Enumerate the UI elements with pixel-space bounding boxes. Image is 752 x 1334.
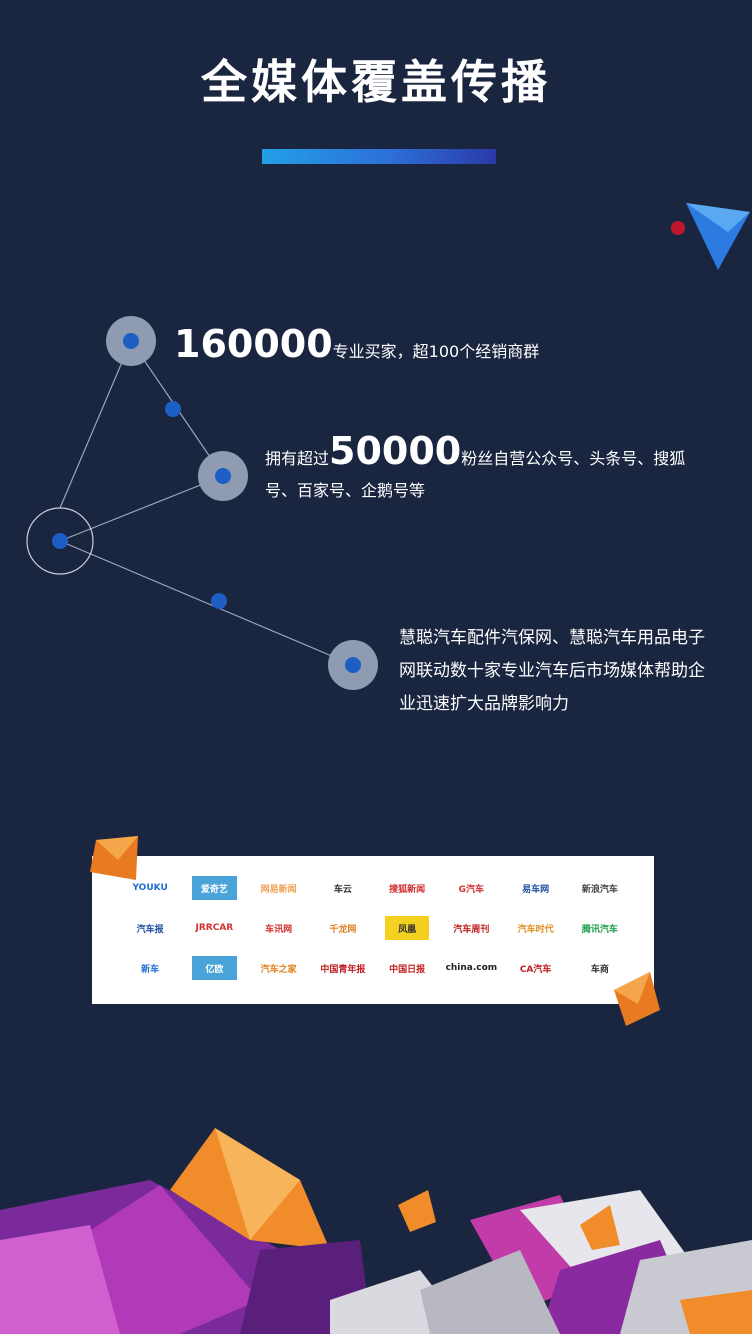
media-logo: 汽车时代 <box>517 924 554 935</box>
media-logo: 中国青年报 <box>320 964 366 975</box>
pink-crystal-left <box>0 1225 120 1334</box>
top-right-decoration <box>671 203 750 270</box>
stat-buyers-number: 160000 <box>174 322 333 366</box>
orange-crystal-center-highlight <box>215 1128 300 1240</box>
media-logo: YOUKU <box>132 883 168 893</box>
grey-crystal-center <box>420 1250 560 1334</box>
title-underline-bar <box>262 149 496 164</box>
stat-fans: 拥有超过50000粉丝自营公众号、头条号、搜狐号、百家号、企鹅号等 <box>265 432 705 507</box>
stat-fans-number: 50000 <box>329 429 462 473</box>
media-logo: 汽车报 <box>136 924 164 935</box>
red-dot <box>671 221 685 235</box>
media-logo: CA汽车 <box>519 964 552 975</box>
media-logo: G汽车 <box>458 884 485 895</box>
edge-dot-1 <box>165 401 181 417</box>
media-logo: 汽车周刊 <box>453 924 490 935</box>
small-orange-crystal <box>398 1190 436 1232</box>
stat-fans-prefix: 拥有超过 <box>265 449 330 468</box>
media-logo: 爱奇艺 <box>192 876 237 900</box>
media-logo: china.com <box>445 963 498 973</box>
hub-node-ring <box>26 507 94 575</box>
media-logo: 易车网 <box>522 884 550 895</box>
orange-gem-top-left-highlight <box>96 836 138 860</box>
media-logo: JRRCAR <box>195 923 234 933</box>
node-buyers-inner <box>123 333 139 349</box>
edge-2 <box>59 340 132 509</box>
orange-crystal-right <box>580 1205 620 1250</box>
media-logo: 中国日报 <box>389 964 426 975</box>
stat-media: 慧聪汽车配件汽保网、慧聪汽车用品电子网联动数十家专业汽车后市场媒体帮助企业迅速扩… <box>399 628 705 714</box>
node-media-inner <box>345 657 361 673</box>
hub-node-dot <box>52 533 68 549</box>
media-logo: 凤凰 <box>385 916 430 940</box>
media-logo: 车讯网 <box>265 924 293 935</box>
media-logo: 新车 <box>141 964 160 975</box>
stat-fans-text: 粉丝自营公众号、头条号、搜狐号、百家号、企鹅号等 <box>265 449 686 500</box>
media-logo: 千龙网 <box>329 924 357 935</box>
media-logo: 搜狐新闻 <box>389 884 426 895</box>
media-logos-grid: YOUKU 爱奇艺 网易新闻 车云 搜狐新闻 G汽车 易车网 新浪汽车汽车报 JRRCAR 车讯网… <box>120 876 630 980</box>
media-logo: 新浪汽车 <box>581 884 618 895</box>
media-logo: 腾讯汽车 <box>581 924 618 935</box>
stat-buyers-text: 专业买家，超100个经销商群 <box>332 342 540 361</box>
page-title: 全媒体覆盖传播 <box>201 55 551 109</box>
media-logo: 亿欧 <box>192 956 237 980</box>
media-logo: 车云 <box>333 884 352 895</box>
orange-gem-bottom-right-highlight <box>614 972 650 1004</box>
edge-3 <box>59 475 224 542</box>
media-logo: 网易新闻 <box>260 884 297 895</box>
media-logos-panel: YOUKU 爱奇艺 网易新闻 车云 搜狐新闻 G汽车 易车网 新浪汽车汽车报 JRRCAR 车讯网… <box>92 856 654 1004</box>
node-fans-inner <box>215 468 231 484</box>
edge-dot-2 <box>211 593 227 609</box>
network-graph <box>26 316 378 690</box>
orange-crystal-bottom-right <box>680 1290 752 1334</box>
stat-buyers: 160000专业买家，超100个经销商群 <box>174 322 539 366</box>
media-logo: 汽车之家 <box>260 964 297 975</box>
blue-triangle-highlight <box>686 203 750 232</box>
media-logo: 车商 <box>590 964 609 975</box>
edge-4 <box>59 540 354 666</box>
panel-decorations <box>90 836 660 1026</box>
